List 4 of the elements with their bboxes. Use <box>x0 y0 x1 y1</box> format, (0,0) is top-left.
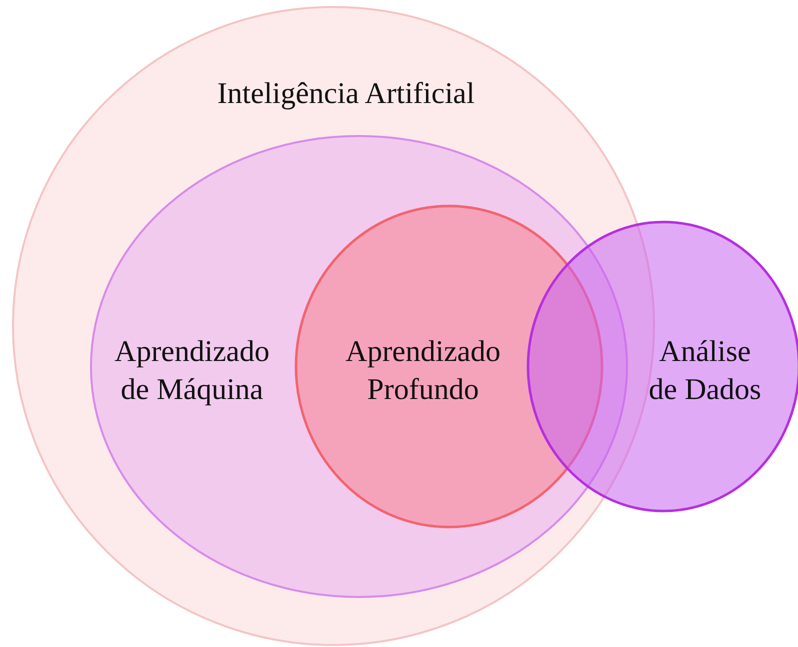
region-label: Inteligência Artificial <box>216 76 476 112</box>
region-label: Análise de Dados <box>648 334 762 408</box>
region-label: Aprendizado de Máquina <box>114 334 270 408</box>
region-label: Aprendizado Profundo <box>344 334 502 408</box>
